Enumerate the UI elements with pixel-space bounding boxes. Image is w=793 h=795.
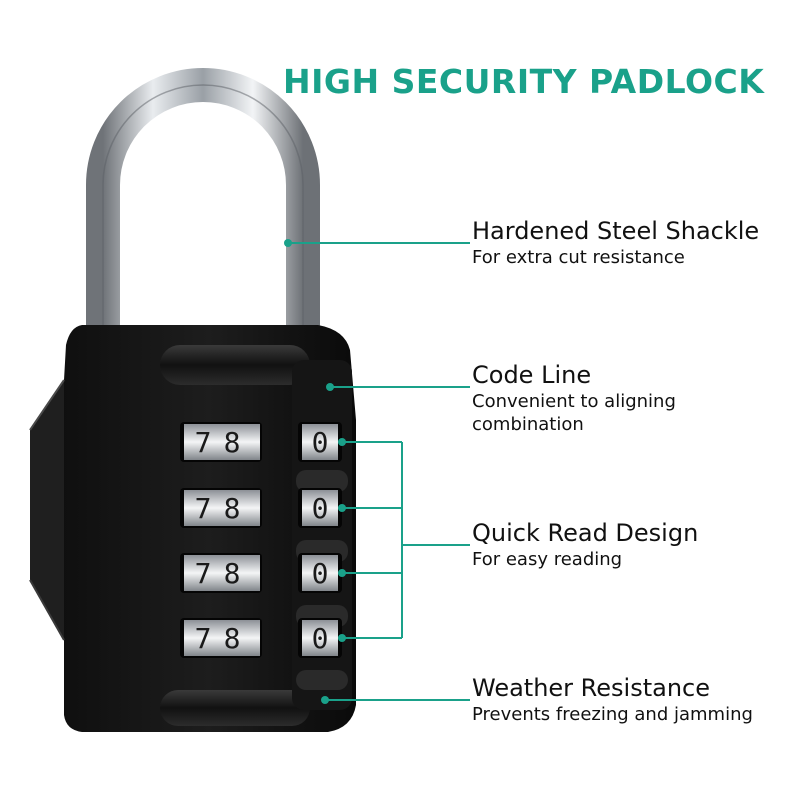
feature-quick-read: Quick Read Design For easy reading [472, 518, 790, 571]
dial-digit: 8 [224, 426, 241, 459]
feature-subtitle: For easy reading [472, 549, 623, 570]
feature-weather: Weather Resistance Prevents freezing and… [472, 673, 790, 726]
callout-lines [288, 242, 470, 701]
dial-digit: 0 [312, 426, 329, 459]
feature-subtitle: For extra cut resistance [472, 247, 685, 268]
feature-shackle: Hardened Steel Shackle For extra cut res… [472, 216, 790, 269]
lock-body [30, 325, 356, 732]
feature-subtitle: Convenient to aligning combination [472, 391, 676, 435]
feature-title: Code Line [472, 361, 592, 389]
dial-row-3 [180, 553, 342, 593]
dial-digit: 7 [195, 622, 212, 655]
shackle [86, 68, 320, 340]
feature-title: Hardened Steel Shackle [472, 217, 760, 245]
feature-subtitle: Prevents freezing and jamming [472, 704, 753, 725]
headline: HIGH SECURITY PADLOCK [283, 62, 765, 101]
dial-digit: 8 [224, 492, 241, 525]
feature-title: Weather Resistance [472, 674, 711, 702]
dial-row-4 [180, 618, 342, 658]
dial-digit: 7 [195, 426, 212, 459]
dial-digit: 8 [224, 557, 241, 590]
dial-digit: 8 [224, 622, 241, 655]
dial-digit: 7 [195, 492, 212, 525]
dial-row-2 [180, 488, 342, 528]
dial-digit: 0 [312, 492, 329, 525]
feature-title: Quick Read Design [472, 519, 699, 547]
dial-digit: 0 [312, 622, 329, 655]
dial-row-1 [180, 422, 342, 462]
dial-digit: 7 [195, 557, 212, 590]
feature-code-line: Code Line Convenient to aligning combina… [472, 360, 732, 436]
dial-digit: 0 [312, 557, 329, 590]
